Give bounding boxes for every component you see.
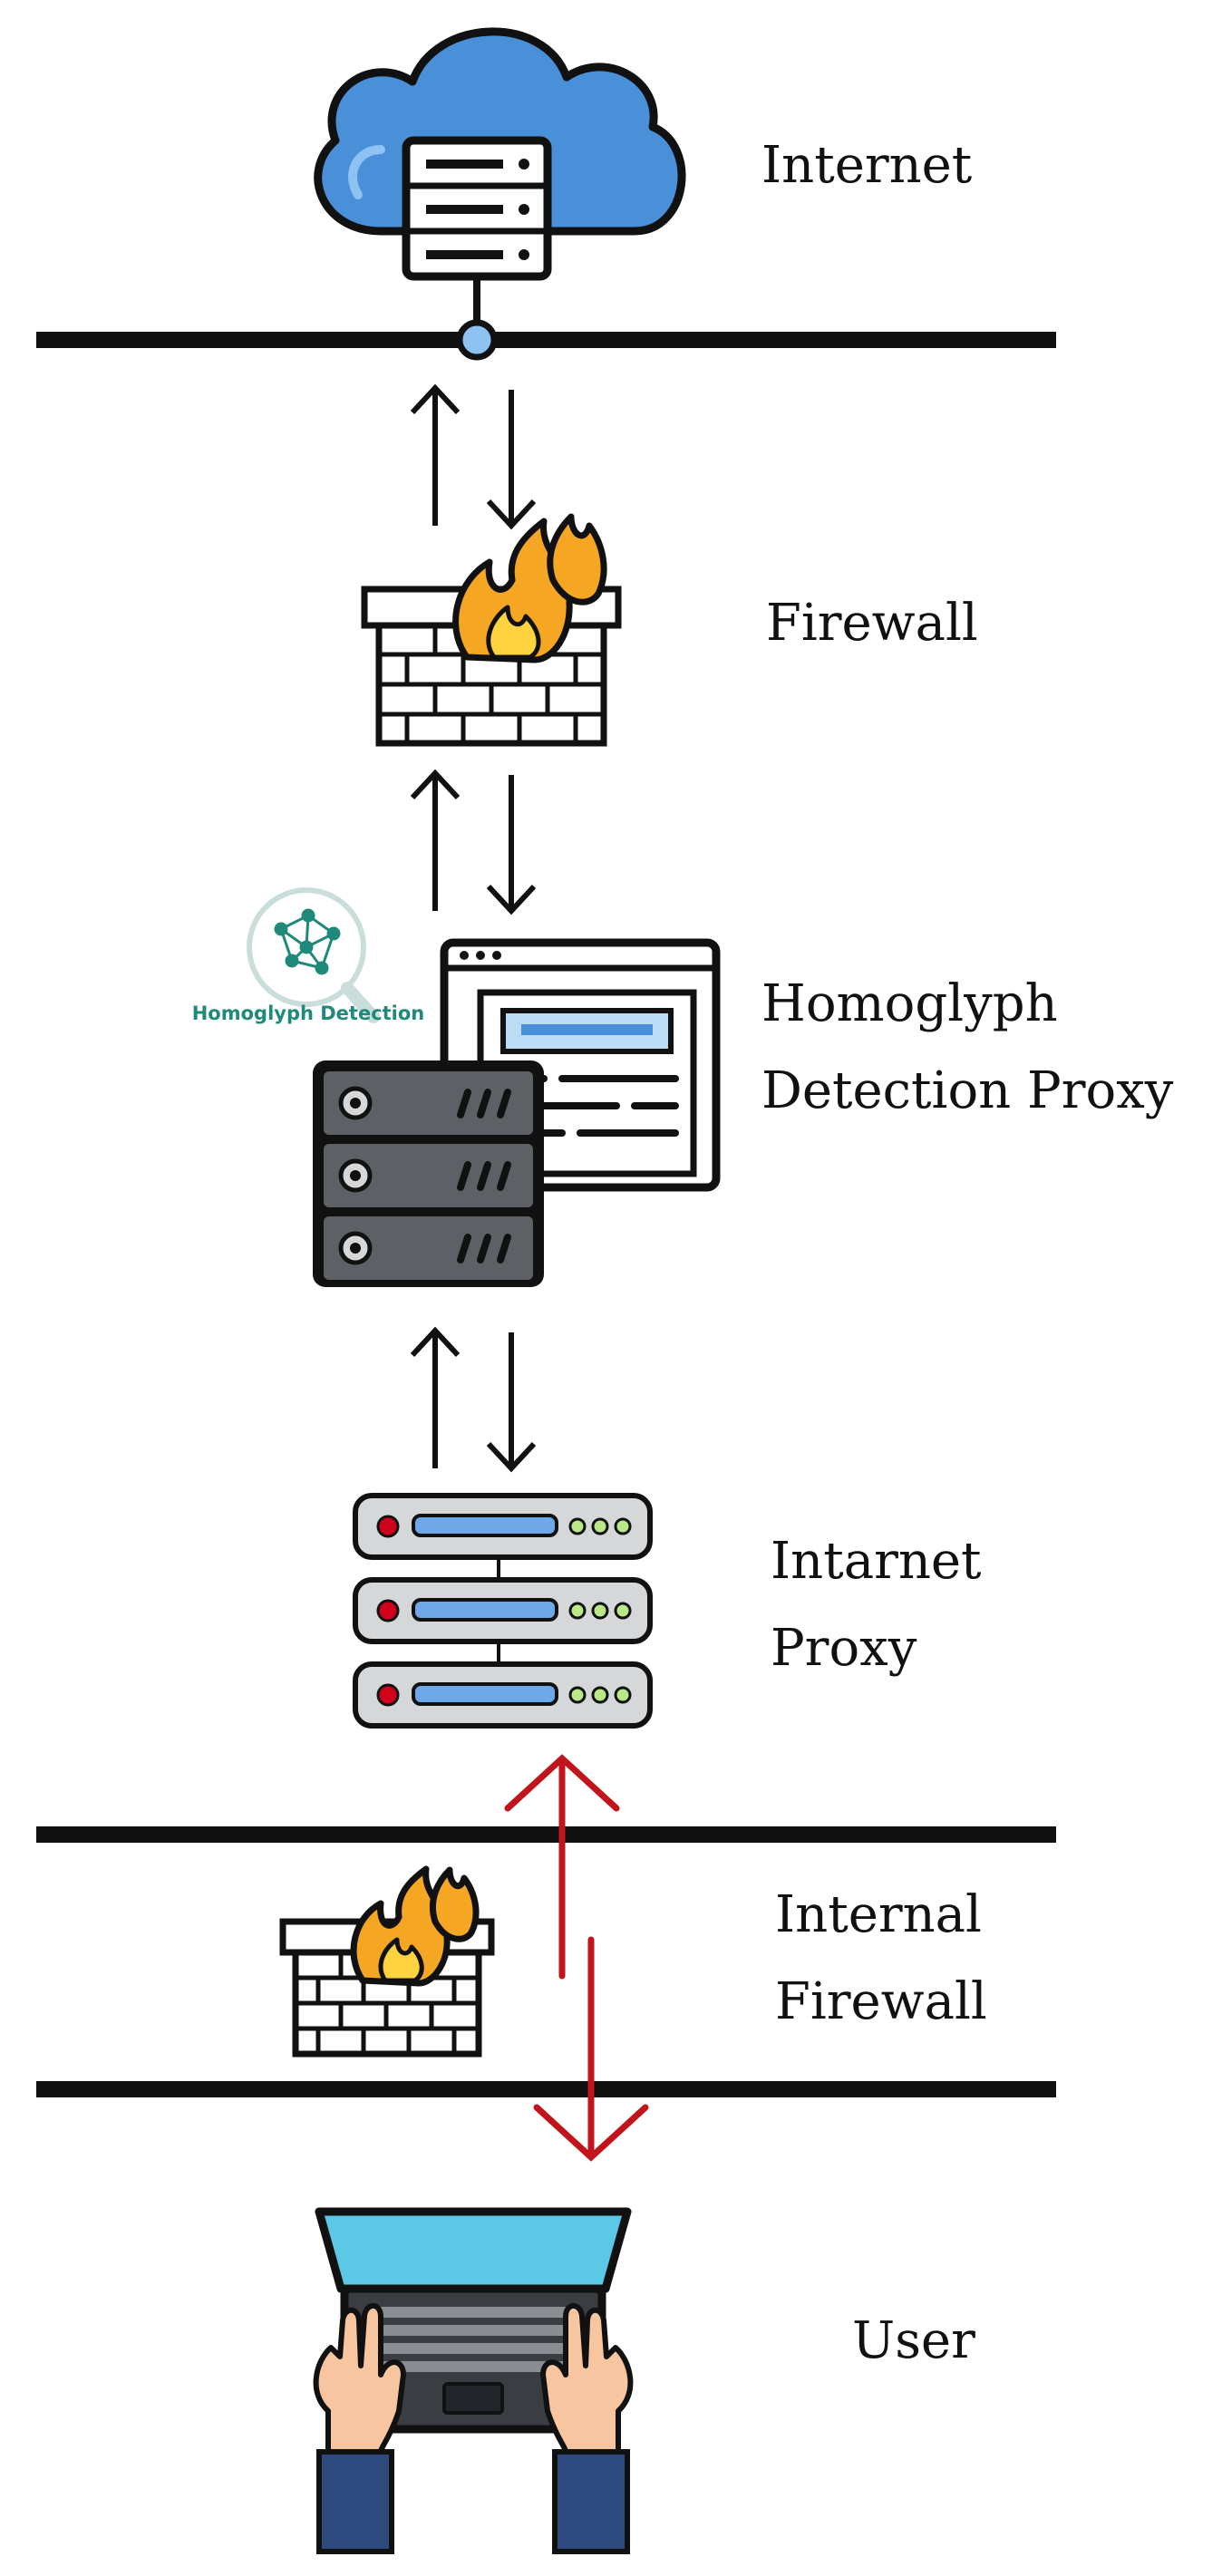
label-homoglyph-proxy: Homoglyph Detection Proxy: [761, 961, 1173, 1135]
label-user: User: [852, 2298, 975, 2385]
label-firewall: Firewall: [766, 580, 978, 667]
label-internal-line2: Firewall: [775, 1972, 987, 2031]
proxy-server-icon: [353, 1493, 653, 1729]
label-user-text: User: [852, 2311, 975, 2370]
red-arrow-down: [533, 1936, 649, 2162]
label-homoglyph-line1: Homoglyph: [761, 974, 1058, 1033]
hands-icon: [313, 2302, 634, 2554]
internal-bus-line-top: [36, 1826, 1056, 1843]
cloud-server-icon: [314, 27, 686, 361]
label-homoglyph-line2: Detection Proxy: [761, 1061, 1174, 1120]
internal-bus-line-bottom: [36, 2081, 1056, 2097]
internal-firewall-icon: [279, 1865, 495, 2058]
label-intranet-proxy: Intarnet Proxy: [771, 1518, 982, 1692]
internet-bus-line: [36, 332, 1056, 348]
arrow-pair-internet-firewall: [410, 383, 537, 530]
arrow-pair-firewall-homoglyph: [410, 769, 537, 915]
label-internet-text: Internet: [761, 136, 973, 195]
label-firewall-text: Firewall: [766, 594, 978, 653]
label-intranet-line2: Proxy: [771, 1619, 917, 1678]
label-internal-line1: Internal: [775, 1885, 982, 1944]
arrow-pair-homoglyph-intranet: [410, 1326, 537, 1473]
rack-server-icon: [313, 1060, 544, 1287]
label-intranet-line1: Intarnet: [771, 1532, 982, 1591]
homoglyph-badge-text: Homoglyph Detection: [192, 1002, 425, 1024]
red-arrow-up: [504, 1754, 620, 1980]
homoglyph-logo-icon: Homoglyph Detection: [192, 887, 425, 1024]
laptop-icon: [315, 2207, 632, 2434]
label-internal-firewall: Internal Firewall: [775, 1872, 987, 2046]
firewall-icon: [361, 513, 622, 747]
label-internet: Internet: [761, 122, 972, 209]
